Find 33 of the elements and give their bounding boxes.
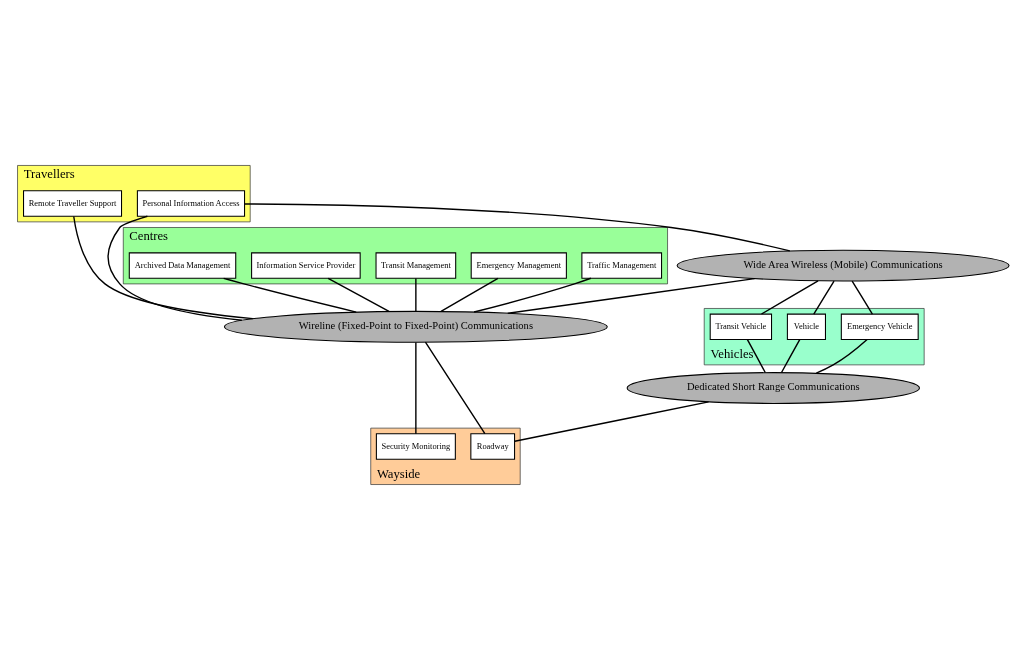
node-box: Transit Vehicle: [709, 313, 773, 340]
node-box: Remote Traveller Support: [23, 190, 123, 217]
connector: [327, 277, 390, 313]
connector: [851, 280, 874, 315]
connector: [514, 401, 710, 442]
connector: [244, 203, 791, 252]
connector: [107, 215, 243, 322]
node-box: Archived Data Management: [128, 252, 237, 279]
node-box: Emergency Vehicle: [840, 313, 919, 340]
node-box: Traffic Management: [581, 252, 663, 279]
connector: [415, 341, 417, 435]
connector: [780, 338, 801, 374]
node-box: Transit Management: [375, 252, 457, 279]
node-box: Vehicle: [786, 313, 826, 340]
node-ellipse: Dedicated Short Range Communications: [626, 372, 920, 404]
node-ellipse: Wireline (Fixed-Point to Fixed-Point) Communications: [223, 310, 608, 343]
connector: [473, 277, 592, 313]
connector: [746, 338, 766, 374]
node-box: Emergency Management: [470, 252, 567, 279]
connector: [73, 215, 254, 320]
node-ellipse: Wide Area Wireless (Mobile) Communications: [676, 249, 1010, 282]
node-box: Information Service Provider: [251, 252, 361, 279]
node-box: Security Monitoring: [375, 433, 456, 460]
connector: [440, 277, 499, 313]
node-box: Roadway: [470, 433, 516, 460]
connector: [813, 280, 835, 315]
connector: [415, 277, 417, 312]
connector: [424, 341, 486, 435]
connector: [507, 277, 756, 314]
node-box: Personal Information Access: [136, 190, 246, 217]
connector: [760, 280, 819, 315]
connector: [815, 338, 868, 374]
connector: [223, 277, 357, 313]
